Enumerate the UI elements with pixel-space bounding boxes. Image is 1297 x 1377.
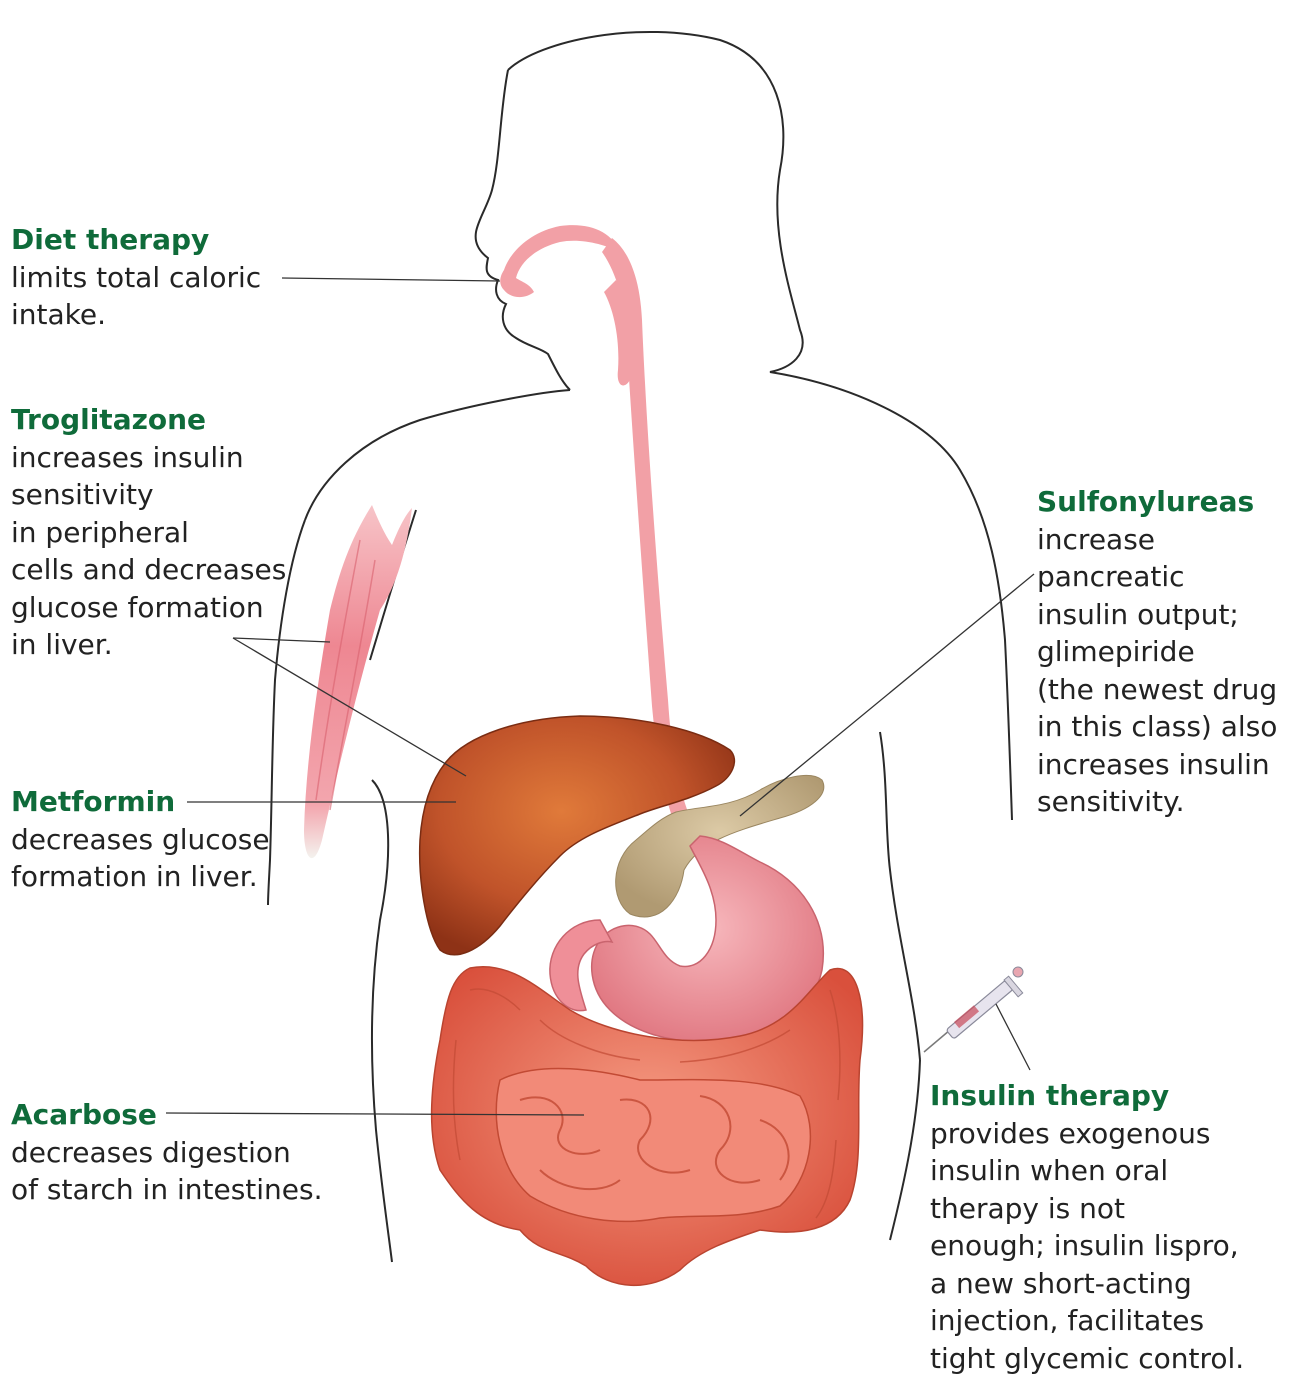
label-troglitazone-title: Troglitazone <box>11 401 301 439</box>
label-insulin-therapy: Insulin therapy provides exogenous insul… <box>930 1077 1290 1377</box>
label-sulfonylureas-body: increase pancreatic insulin output; glim… <box>1037 521 1295 821</box>
torso-right-upper <box>880 732 920 1060</box>
label-insulin-therapy-body: provides exogenous insulin when oral the… <box>930 1115 1290 1377</box>
leader-diet <box>282 278 500 281</box>
label-acarbose-body: decreases digestion of starch in intesti… <box>11 1134 351 1209</box>
label-metformin: Metformin decreases glucose formation in… <box>11 783 281 896</box>
label-acarbose: Acarbose decreases digestion of starch i… <box>11 1096 351 1209</box>
label-sulfonylureas-title: Sulfonylureas <box>1037 483 1295 521</box>
label-troglitazone: Troglitazone increases insulin sensitivi… <box>11 401 301 664</box>
neck-shoulder-left <box>305 390 570 520</box>
label-sulfonylureas: Sulfonylureas increase pancreatic insuli… <box>1037 483 1295 821</box>
muscle-arm <box>304 505 412 858</box>
label-diet-therapy: Diet therapy limits total caloric intake… <box>11 221 281 334</box>
label-diet-therapy-title: Diet therapy <box>11 221 281 259</box>
label-metformin-title: Metformin <box>11 783 281 821</box>
label-troglitazone-body: increases insulin sensitivity in periphe… <box>11 439 301 664</box>
body-outline <box>508 32 1012 820</box>
small-intestine <box>496 1068 810 1221</box>
label-diet-therapy-body: limits total caloric intake. <box>11 259 281 334</box>
label-metformin-body: decreases glucose formation in liver. <box>11 821 281 896</box>
label-insulin-therapy-title: Insulin therapy <box>930 1077 1290 1115</box>
leader-sulfonylureas <box>740 574 1034 816</box>
torso-right-lower <box>890 1060 920 1240</box>
pharynx <box>500 225 620 297</box>
label-acarbose-title: Acarbose <box>11 1096 351 1134</box>
syringe <box>924 967 1023 1052</box>
torso-left <box>372 780 392 1262</box>
leader-insulin <box>996 1004 1030 1070</box>
